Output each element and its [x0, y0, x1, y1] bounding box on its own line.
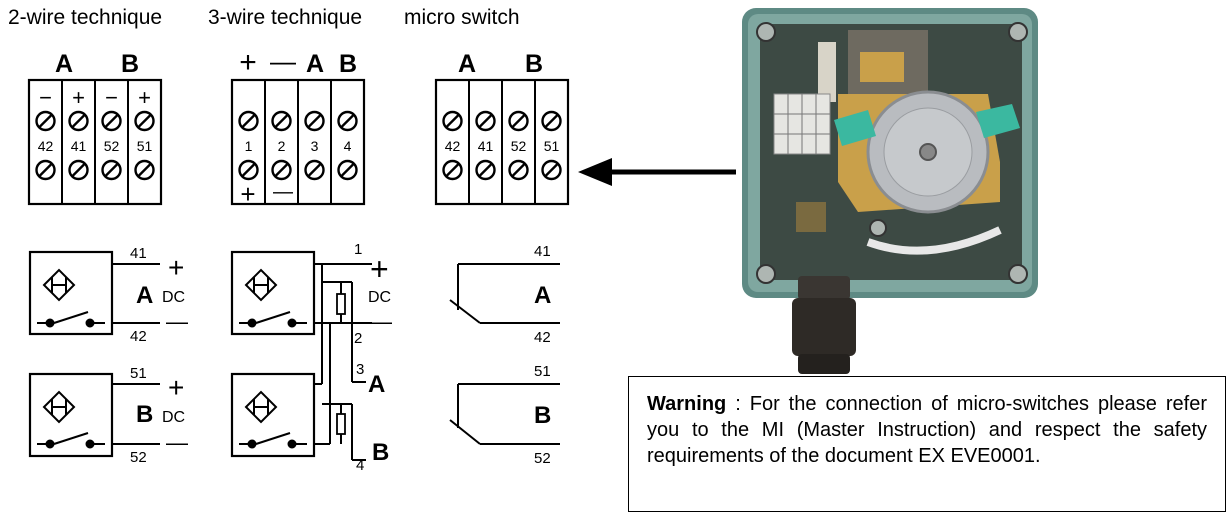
three-wire-head-plus: +: [239, 46, 257, 79]
two-wire-terminal-4: 51: [137, 138, 153, 154]
title-3-wire: 3-wire technique: [208, 6, 363, 29]
micro-switch-schematic-labels: 41 A 42 51 B 52: [534, 243, 551, 467]
two-wire-terminal-block: A B − + − + 42 41 52 51: [27, 50, 163, 206]
svg-text:42: 42: [130, 328, 147, 345]
svg-text:2: 2: [354, 330, 362, 347]
two-wire-terminal-2: 41: [71, 138, 87, 154]
warning-label: Warning: [647, 393, 727, 415]
two-wire-schematic: [28, 250, 160, 458]
title-micro-switch: micro switch: [404, 6, 520, 29]
micro-switch-terminal-2: 41: [478, 138, 494, 154]
svg-text:A: A: [368, 371, 385, 398]
svg-text:41: 41: [534, 243, 551, 260]
three-wire-head-a: A: [306, 50, 324, 78]
three-wire-bottom-minus: —: [273, 181, 293, 203]
two-wire-terminal-1: 42: [38, 138, 54, 154]
svg-text:4: 4: [356, 457, 364, 474]
svg-text:1: 1: [354, 241, 362, 258]
svg-text:+: +: [168, 372, 184, 403]
three-wire-terminal-1: 1: [245, 138, 253, 154]
micro-switch-head-b: B: [525, 50, 543, 78]
two-wire-sign-1: −: [39, 85, 52, 110]
micro-switch-schematic: [449, 263, 560, 445]
micro-switch-terminal-block: A B 42 41 52 51: [434, 50, 570, 206]
switch-box-photo: [742, 8, 1038, 374]
micro-switch-head-a: A: [458, 50, 476, 78]
micro-switch-terminal-1: 42: [445, 138, 461, 154]
svg-text:52: 52: [534, 450, 551, 467]
svg-text:51: 51: [130, 365, 147, 382]
three-wire-head-b: B: [339, 50, 357, 78]
svg-text:+: +: [168, 252, 184, 283]
three-wire-terminal-2: 2: [278, 138, 286, 154]
svg-text:52: 52: [130, 449, 147, 466]
three-wire-schematic: [230, 250, 372, 461]
three-wire-head-minus: —: [270, 46, 296, 76]
svg-text:51: 51: [534, 363, 551, 380]
svg-text:B: B: [372, 439, 389, 466]
two-wire-sign-3: −: [105, 85, 118, 110]
svg-text:41: 41: [130, 245, 147, 262]
svg-text:+: +: [370, 251, 389, 287]
warning-text: : For the connection of micro-switches p…: [647, 393, 1207, 467]
svg-text:B: B: [136, 401, 153, 428]
svg-text:DC: DC: [368, 289, 391, 306]
svg-text:3: 3: [356, 361, 364, 378]
two-wire-head-b: B: [121, 50, 139, 78]
micro-switch-terminal-3: 52: [511, 138, 527, 154]
three-wire-schematic-labels: 1 + DC — 2 3 A 4 B: [354, 241, 392, 474]
svg-text:—: —: [166, 430, 188, 455]
svg-text:DC: DC: [162, 409, 185, 426]
three-wire-terminal-3: 3: [311, 138, 319, 154]
two-wire-terminal-3: 52: [104, 138, 120, 154]
three-wire-bottom-plus: +: [240, 179, 255, 209]
svg-text:42: 42: [534, 329, 551, 346]
svg-text:DC: DC: [162, 289, 185, 306]
svg-text:B: B: [534, 402, 551, 429]
three-wire-terminal-4: 4: [344, 138, 352, 154]
micro-switch-terminal-4: 51: [544, 138, 560, 154]
three-wire-terminal-block: + — A B 1 2 3 4 + —: [230, 46, 366, 209]
svg-text:A: A: [534, 282, 551, 309]
warning-box: Warning : For the connection of micro-sw…: [628, 376, 1226, 512]
two-wire-schematic-labels: 41 + A DC — 42 51 + B DC — 52: [130, 245, 188, 466]
two-wire-head-a: A: [55, 50, 73, 78]
svg-text:A: A: [136, 282, 153, 309]
two-wire-sign-4: +: [138, 85, 151, 110]
arrow-icon: [578, 158, 736, 186]
svg-text:—: —: [166, 309, 188, 334]
svg-text:—: —: [370, 309, 392, 334]
two-wire-sign-2: +: [72, 85, 85, 110]
title-2-wire: 2-wire technique: [8, 6, 163, 29]
